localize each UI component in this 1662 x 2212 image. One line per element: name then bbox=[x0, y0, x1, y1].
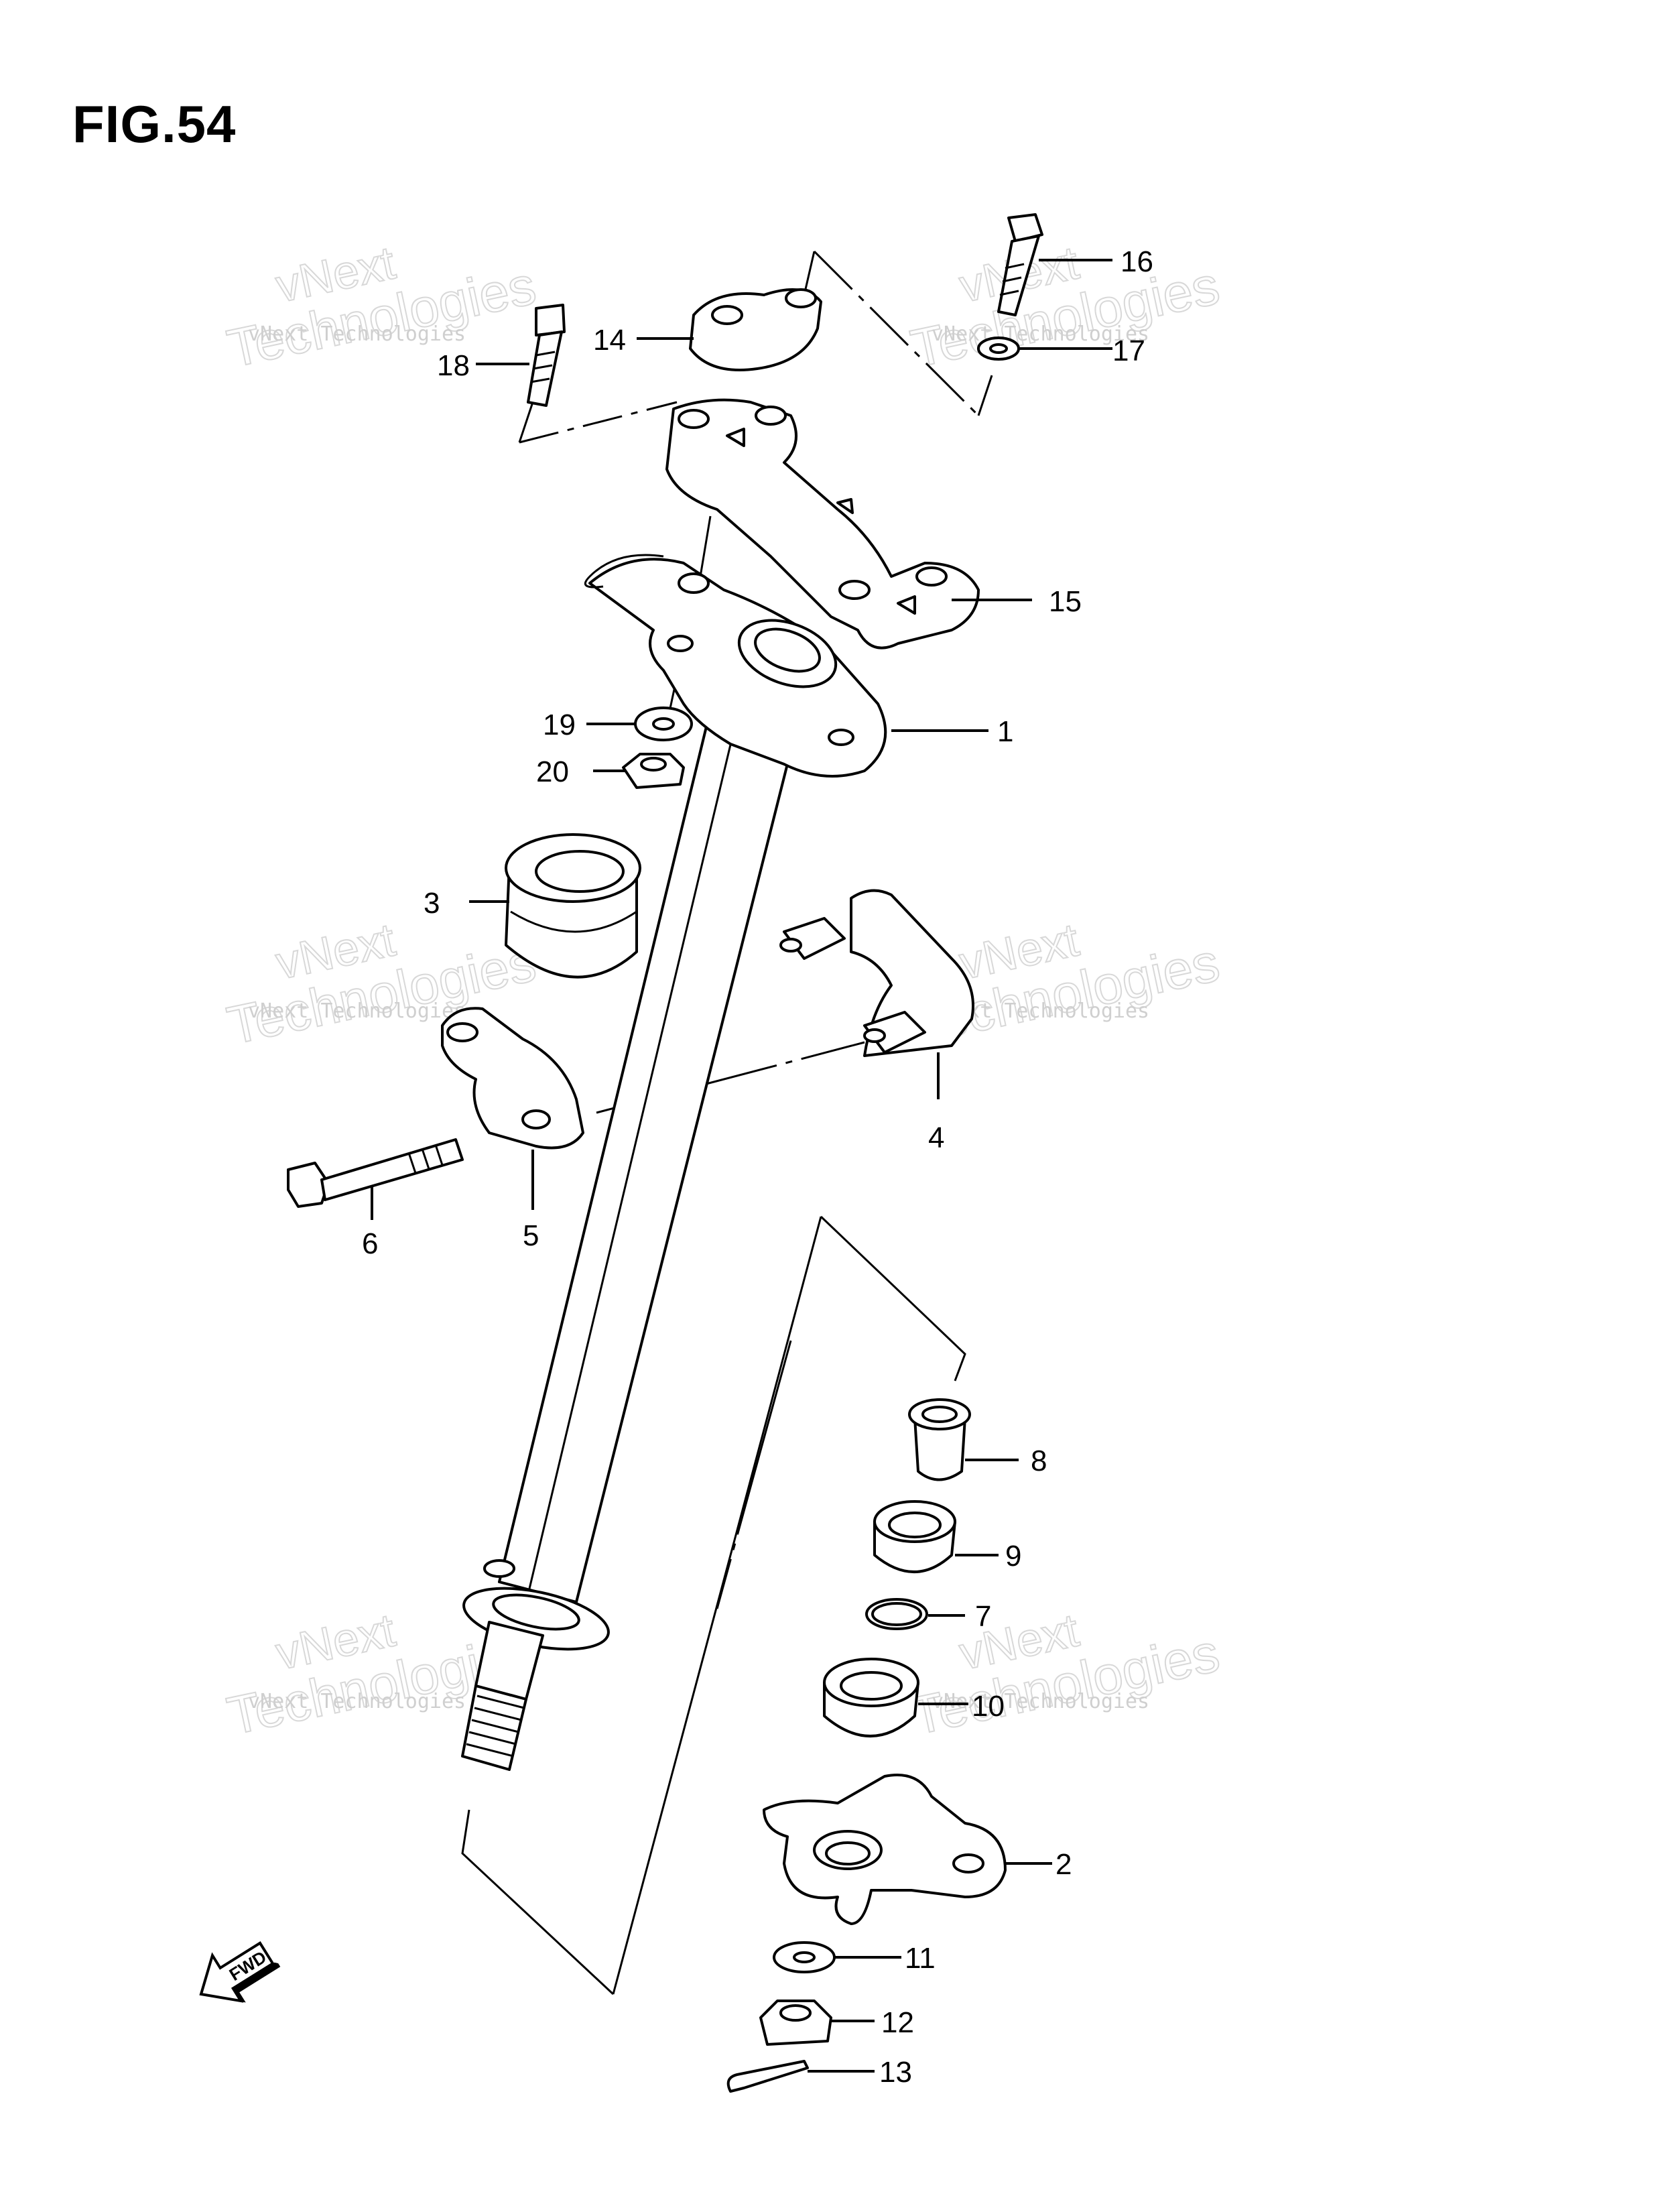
part-16-bolt bbox=[997, 213, 1043, 316]
callout-2: 2 bbox=[1056, 1848, 1072, 1881]
callout-14: 14 bbox=[593, 324, 626, 357]
callout-6: 6 bbox=[362, 1227, 378, 1260]
part-20-nut bbox=[622, 753, 685, 789]
callout-15: 15 bbox=[1049, 585, 1082, 618]
callout-1: 1 bbox=[997, 715, 1013, 748]
svg-text:vNext Technologies: vNext Technologies bbox=[248, 1690, 466, 1713]
part-14-handlebar-clamp bbox=[689, 288, 822, 371]
part-17-lock-washer bbox=[977, 336, 1020, 361]
svg-text:vNext Technologies: vNext Technologies bbox=[248, 999, 466, 1023]
callout-7: 7 bbox=[975, 1600, 991, 1633]
callout-20: 20 bbox=[536, 755, 569, 788]
part-8-bushing bbox=[908, 1398, 971, 1481]
callout-4: 4 bbox=[928, 1121, 944, 1154]
callout-3: 3 bbox=[424, 887, 440, 920]
part-19-washer bbox=[634, 706, 693, 741]
part-3-steering-seal bbox=[505, 833, 641, 979]
callout-12: 12 bbox=[881, 2006, 914, 2039]
callout-5: 5 bbox=[523, 1219, 539, 1252]
part-13-cotter-pin bbox=[726, 2060, 809, 2093]
callout-9: 9 bbox=[1005, 1540, 1021, 1573]
part-11-washer bbox=[773, 1941, 836, 1973]
callout-10: 10 bbox=[972, 1690, 1005, 1723]
callout-11: 11 bbox=[905, 1942, 936, 1975]
svg-text:vNext Technologies: vNext Technologies bbox=[932, 322, 1149, 346]
fwd-arrow-icon: FWD bbox=[199, 1941, 281, 2003]
callout-17: 17 bbox=[1112, 334, 1145, 367]
part-9-bearing bbox=[873, 1500, 956, 1573]
part-2-steering-arm bbox=[763, 1774, 1007, 1925]
callout-13: 13 bbox=[879, 2056, 912, 2089]
part-12-nut bbox=[759, 2000, 832, 2046]
callout-16: 16 bbox=[1121, 245, 1153, 278]
figure-title: FIG.54 bbox=[72, 95, 237, 153]
part-15-handlebar-holder bbox=[665, 398, 980, 650]
part-6-bolt bbox=[287, 1138, 464, 1208]
callout-labels: 1 2 3 4 5 6 7 8 9 10 11 12 13 14 15 16 1… bbox=[362, 245, 1153, 2089]
part-4-shaft-holder bbox=[779, 889, 974, 1057]
svg-text:vNext Technologies: vNext Technologies bbox=[248, 322, 466, 346]
watermark: Technologies vNext vNext Technologies bbox=[905, 1603, 1225, 1746]
watermark: Technologies vNext vNext Technologies bbox=[222, 235, 541, 379]
part-7-o-ring bbox=[865, 1598, 928, 1630]
svg-text:vNext Technologies: vNext Technologies bbox=[932, 1690, 1149, 1713]
callout-8: 8 bbox=[1031, 1445, 1047, 1477]
part-18-bolt bbox=[527, 304, 566, 407]
watermark: Technologies vNext vNext Technologies bbox=[905, 235, 1225, 379]
part-5-shaft-holder bbox=[441, 1007, 584, 1150]
part-1-steering-bracket bbox=[584, 554, 887, 778]
leader-lines bbox=[371, 259, 1112, 2073]
callout-19: 19 bbox=[543, 709, 576, 741]
callout-18: 18 bbox=[437, 349, 470, 382]
part-10-oil-seal bbox=[823, 1658, 919, 1737]
